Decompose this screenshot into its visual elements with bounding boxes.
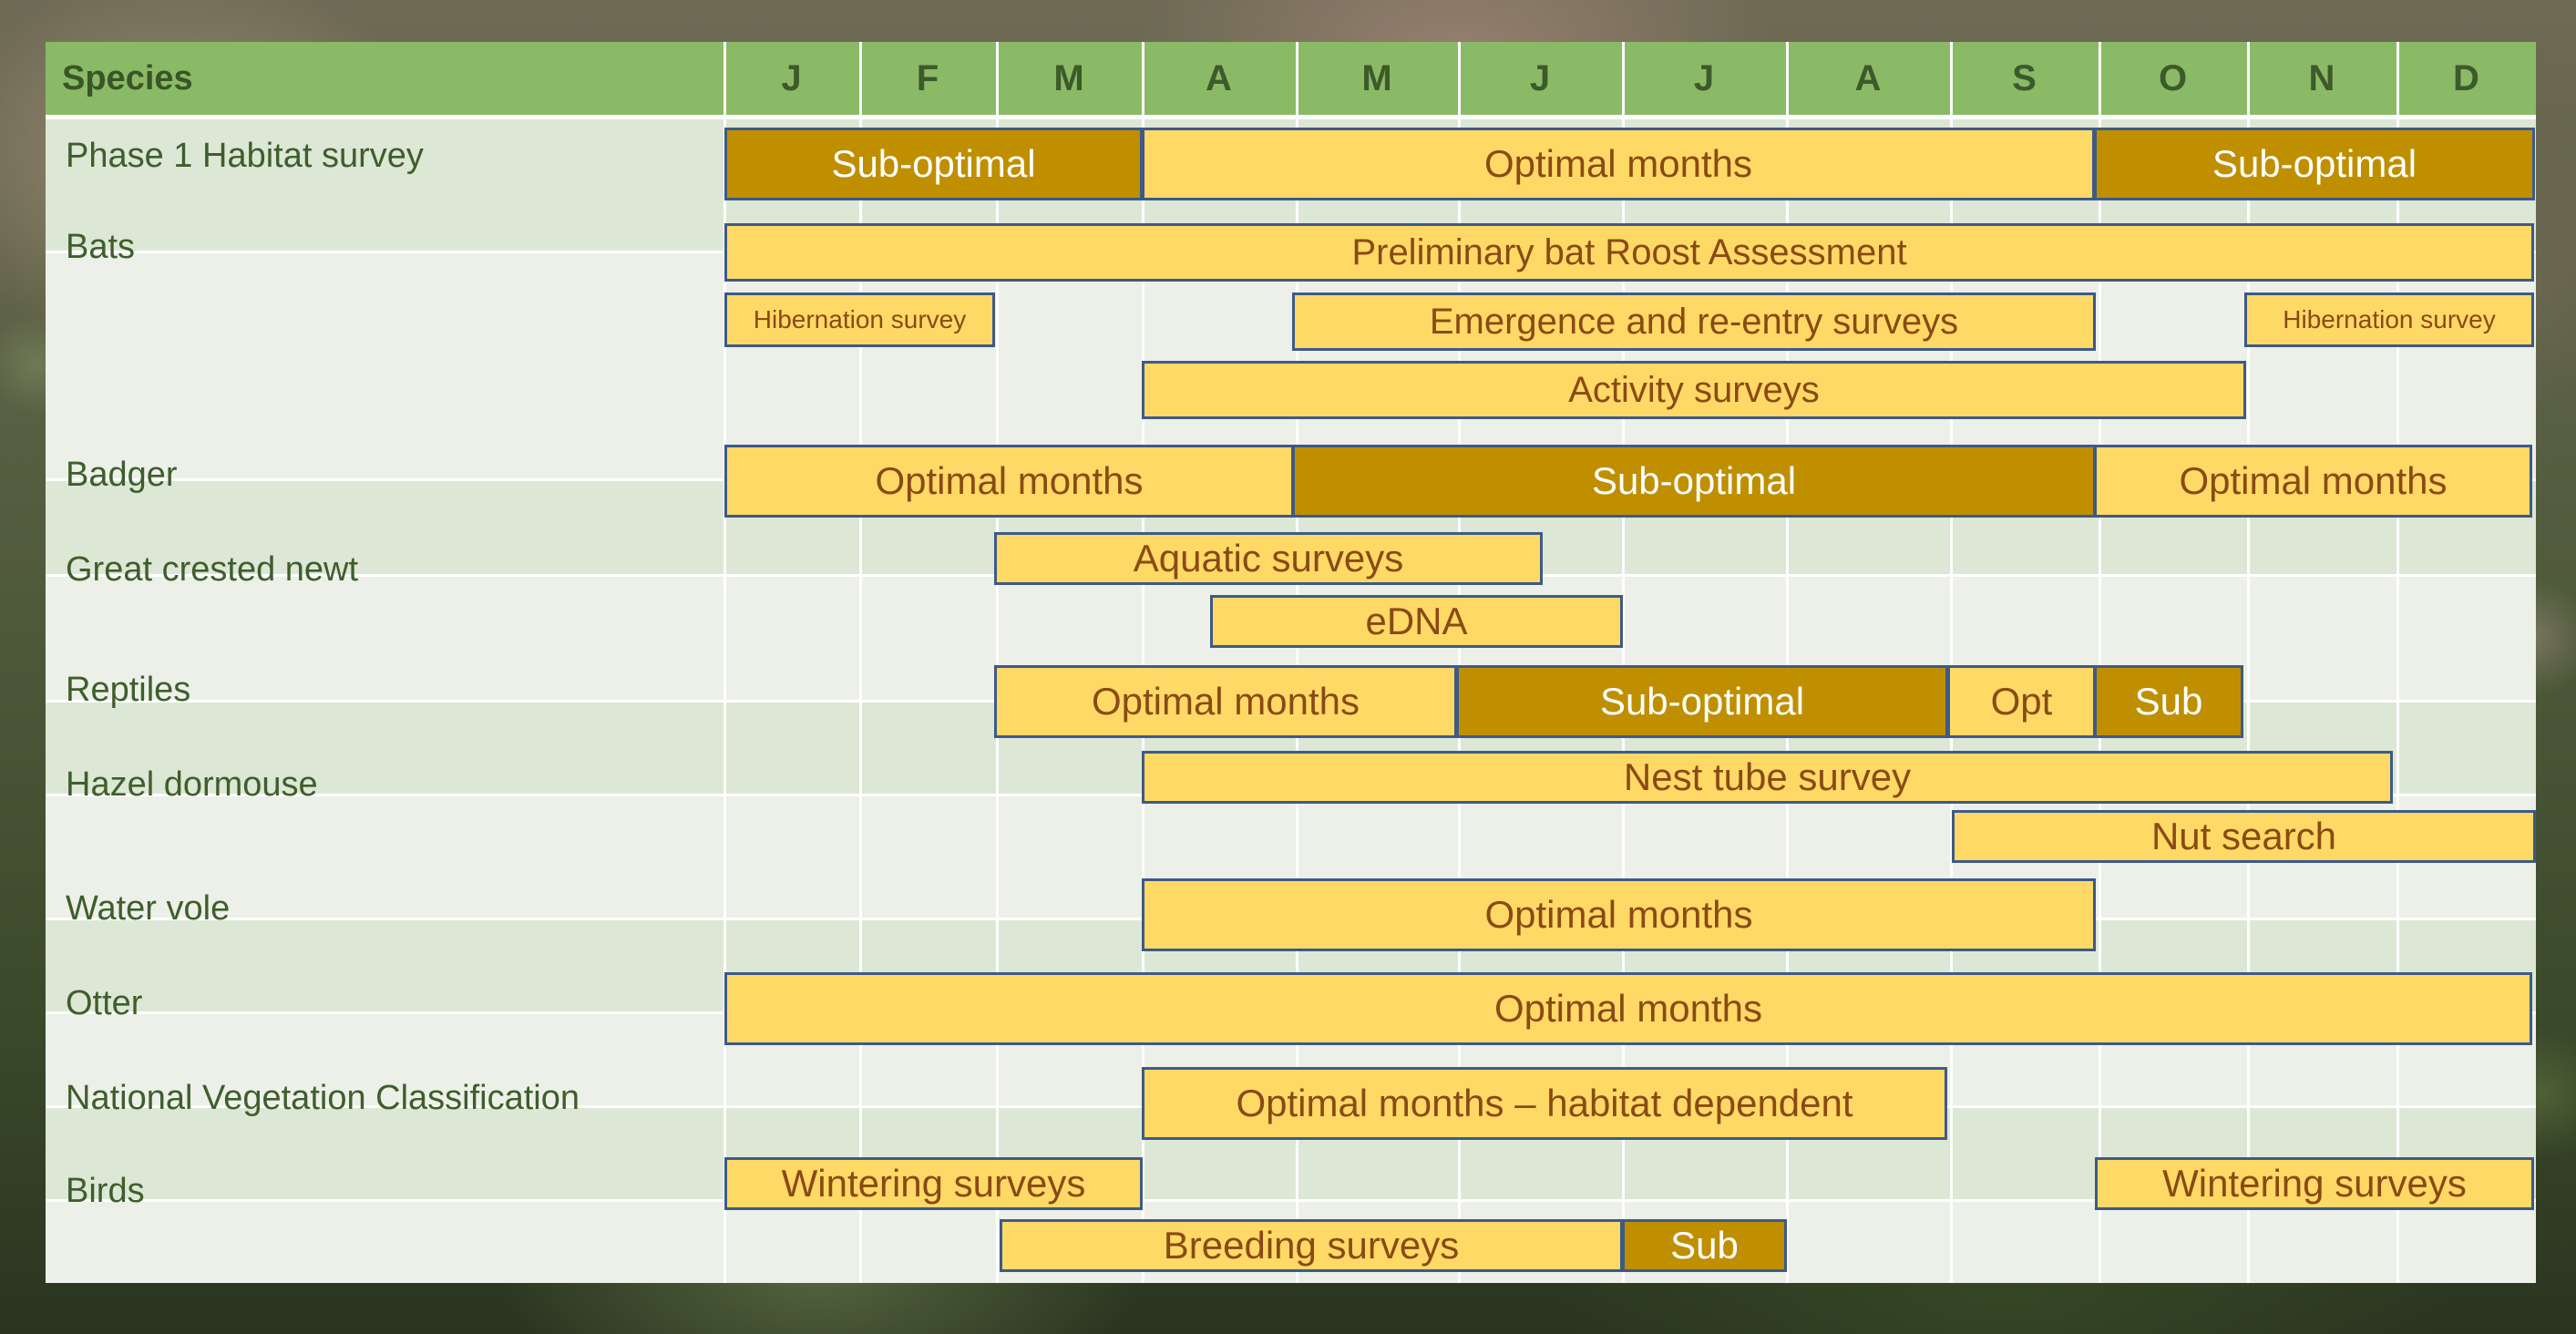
bar-birds-breeding: Breeding surveys	[1000, 1219, 1623, 1272]
column-divider	[724, 42, 726, 1283]
bar-reptiles-sub-optimal: Sub-optimal	[1456, 665, 1948, 738]
bar-reptiles-optimal: Optimal months	[994, 665, 1457, 738]
bar-bats-activity: Activity surveys	[1142, 361, 2246, 419]
month-header-aug: A	[1854, 58, 1882, 98]
column-divider	[2396, 42, 2399, 1283]
bar-water-vole-optimal: Optimal months	[1142, 878, 2096, 951]
species-label-birds: Birds	[66, 1172, 145, 1210]
month-header-jul: J	[1693, 58, 1715, 98]
month-header-feb: F	[916, 58, 939, 98]
column-divider	[1950, 42, 1953, 1283]
bar-birds-wintering-start: Wintering surveys	[724, 1157, 1143, 1210]
species-label-bats: Bats	[66, 228, 136, 266]
column-divider	[2099, 42, 2101, 1283]
bar-badger-optimal-end: Optimal months	[2094, 445, 2532, 518]
column-divider	[996, 42, 999, 1283]
month-header-apr: A	[1206, 58, 1232, 98]
species-label-hazel-dormouse: Hazel dormouse	[66, 765, 318, 804]
species-label-water-vole: Water vole	[66, 889, 231, 928]
bar-phase1-sub-optimal-end: Sub-optimal	[2094, 128, 2535, 200]
bar-nvc-optimal: Optimal months – habitat dependent	[1142, 1067, 1947, 1140]
bar-bats-roost-assessment: Preliminary bat Roost Assessment	[724, 223, 2534, 282]
month-header-nov: N	[2308, 58, 2335, 98]
species-label-great-crested-newt: Great crested newt	[66, 550, 359, 589]
species-label-nvc: National Vegetation Classification	[66, 1079, 580, 1117]
bar-reptiles-sub: Sub	[2094, 665, 2243, 738]
month-header-sep: S	[2012, 58, 2037, 98]
survey-calendar-table: Species J F M A M J J A S O N D Phase 1 …	[46, 42, 2536, 1283]
bar-birds-wintering-end: Wintering surveys	[2095, 1157, 2534, 1210]
bar-bats-emergence: Emergence and re-entry surveys	[1292, 292, 2096, 351]
bar-phase1-optimal: Optimal months	[1142, 128, 2095, 200]
column-divider	[1786, 42, 1789, 1283]
species-label-reptiles: Reptiles	[66, 671, 191, 709]
bar-dormouse-nest-tube: Nest tube survey	[1142, 751, 2393, 804]
bar-birds-sub: Sub	[1622, 1219, 1787, 1272]
bar-bats-hibernation-start: Hibernation survey	[724, 292, 995, 347]
month-header-mar: M	[1053, 58, 1084, 98]
bar-bats-hibernation-end: Hibernation survey	[2244, 292, 2534, 347]
column-divider	[2247, 42, 2250, 1283]
row-divider	[46, 1199, 2536, 1202]
month-header-jun: J	[1529, 58, 1551, 98]
bar-badger-optimal-start: Optimal months	[724, 445, 1294, 518]
species-label-otter: Otter	[66, 984, 143, 1022]
species-column-header: Species	[62, 59, 193, 97]
month-header-jan: J	[781, 58, 802, 98]
bar-newt-aquatic: Aquatic surveys	[994, 532, 1543, 585]
month-header-oct: O	[2158, 58, 2188, 98]
species-label-phase1: Phase 1 Habitat survey	[66, 137, 424, 175]
bar-dormouse-nut-search: Nut search	[1952, 810, 2536, 863]
table-header	[46, 42, 2536, 115]
column-divider	[859, 42, 862, 1283]
header-divider	[46, 115, 2536, 119]
bar-badger-sub-optimal: Sub-optimal	[1292, 445, 2096, 518]
month-header-dec: D	[2453, 58, 2479, 98]
bar-newt-edna: eDNA	[1210, 595, 1623, 648]
column-divider	[1142, 42, 1144, 1283]
column-divider	[1622, 42, 1625, 1283]
bar-otter-optimal: Optimal months	[724, 972, 2532, 1045]
bar-phase1-sub-optimal-start: Sub-optimal	[724, 128, 1143, 200]
column-divider	[1458, 42, 1461, 1283]
bar-reptiles-opt: Opt	[1947, 665, 2096, 738]
species-label-badger: Badger	[66, 456, 178, 494]
column-divider	[1296, 42, 1298, 1283]
month-header-may: M	[1361, 58, 1392, 98]
